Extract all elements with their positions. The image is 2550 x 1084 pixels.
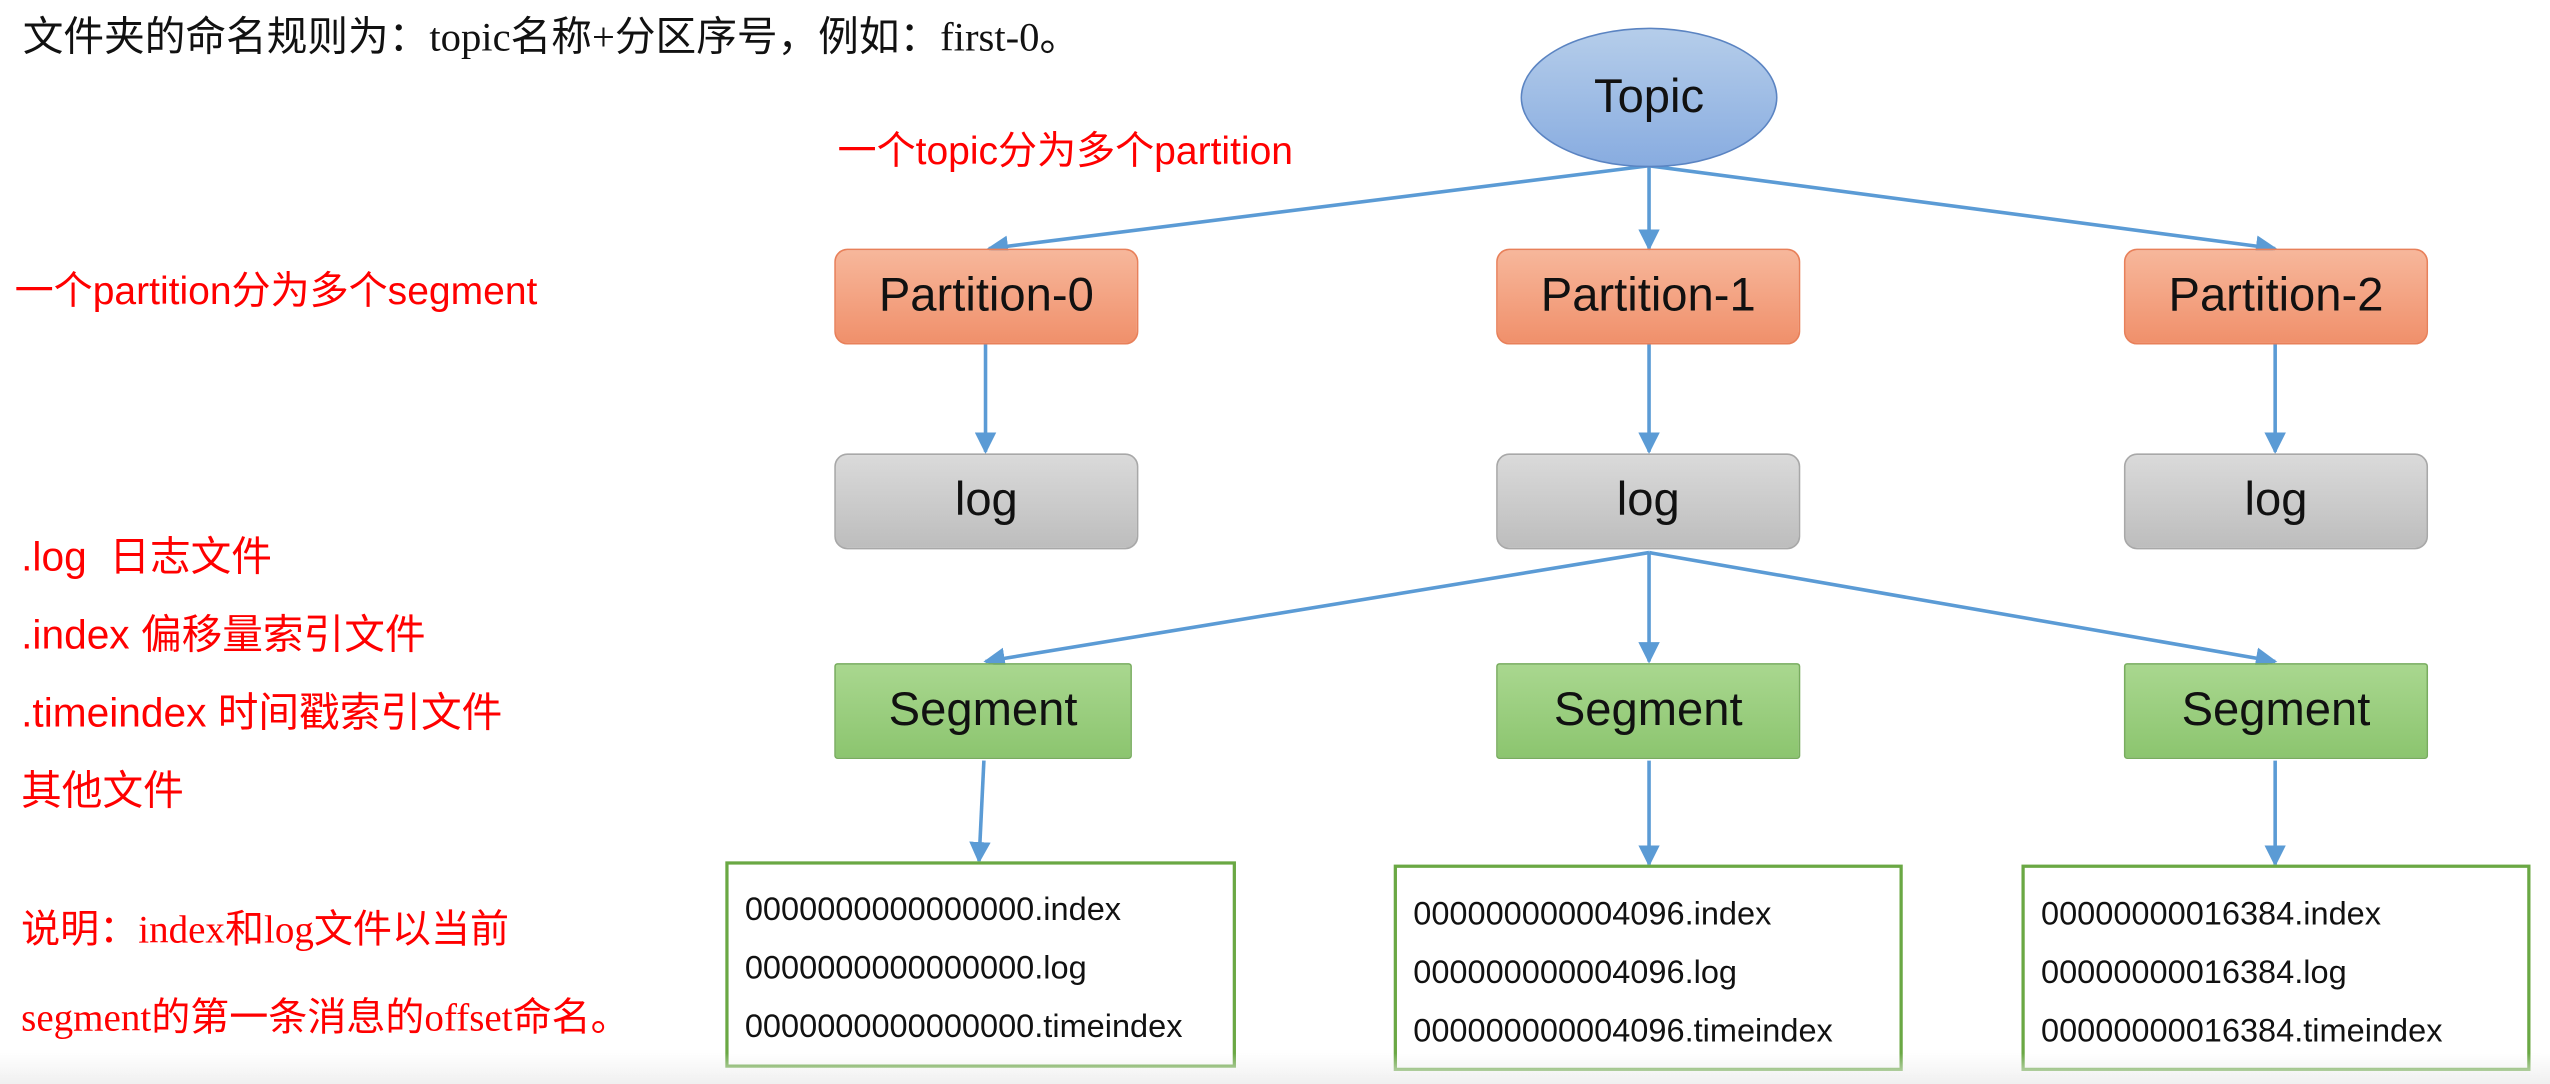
partition-0-log-label: log (954, 474, 1018, 527)
partition-1-timeindex-file: 000000000004096.timeindex (1413, 1014, 1833, 1050)
partition-1-log-node: log (1496, 453, 1801, 550)
partition-1-file-list: 000000000004096.index 000000000004096.lo… (1393, 864, 1903, 1072)
partition-1-log-file: 000000000004096.log (1413, 955, 1738, 992)
partition-2-label: Partition-2 (2168, 269, 2384, 322)
partition-2-segment-label: Segment (2181, 684, 2371, 737)
partition-2-log-file: 00000000016384.log (2040, 955, 2347, 992)
partition-0-log-file: 0000000000000000.log (744, 950, 1087, 987)
arrow-topic-to-partition-0 (986, 163, 1650, 257)
header-text: 文件夹的命名规则为：topic名称+分区序号，例如：first-0。 (22, 16, 1081, 61)
file-type-log: .log 日志文件 (21, 534, 272, 581)
partition-1-log-label: log (1616, 474, 1680, 527)
partition-2-timeindex-file: 00000000016384.timeindex (2040, 1014, 2443, 1050)
explanation-line-1: 说明：index和log文件以当前 (21, 910, 510, 953)
partition-0-log-node: log (834, 453, 1139, 550)
partition-0-index-file: 0000000000000000.index (744, 892, 1122, 928)
partition-0-segment-label: Segment (888, 684, 1078, 737)
partition-2-file-list: 00000000016384.index 00000000016384.log … (2021, 864, 2531, 1072)
topic-node: Topic (1520, 27, 1778, 168)
partition-0-node: Partition-0 (834, 248, 1139, 345)
file-type-other: 其他文件 (21, 768, 184, 815)
partition-0-file-list: 0000000000000000.index 0000000000000000.… (725, 861, 1236, 1068)
partition-2-segment-node: Segment (2123, 663, 2429, 759)
file-type-timeindex: .timeindex 时间戳索引文件 (21, 690, 503, 737)
partition-0-segment-node: Segment (834, 663, 1132, 759)
partition-0-label: Partition-0 (878, 269, 1094, 322)
partition-1-segment-node: Segment (1496, 663, 1801, 759)
bottom-edge-shadow (0, 1053, 2550, 1084)
file-type-index: .index 偏移量索引文件 (21, 612, 426, 659)
note-partition-segments: 一个partition分为多个segment (14, 269, 538, 314)
explanation-line-2: segment的第一条消息的offset命名。 (21, 997, 630, 1041)
arrow-log-to-segment-2 (1648, 550, 2278, 669)
arrow-topic-to-partition-2 (1648, 163, 2278, 257)
topic-label: Topic (1593, 70, 1705, 123)
partition-1-node: Partition-1 (1496, 248, 1801, 345)
partition-2-node: Partition-2 (2123, 248, 2429, 345)
partition-2-log-node: log (2123, 453, 2429, 550)
note-topic-partitions: 一个topic分为多个partition (837, 130, 1294, 174)
partition-1-segment-label: Segment (1553, 684, 1743, 737)
partition-2-log-label: log (2244, 474, 2308, 527)
partition-0-timeindex-file: 0000000000000000.timeindex (744, 1009, 1183, 1045)
partition-2-index-file: 00000000016384.index (2040, 897, 2382, 933)
partition-1-index-file: 000000000004096.index (1413, 897, 1772, 933)
arrow-log-to-segment-0 (983, 550, 1650, 669)
partition-1-label: Partition-1 (1540, 269, 1756, 322)
arrow-segment-0-to-files (969, 760, 991, 864)
